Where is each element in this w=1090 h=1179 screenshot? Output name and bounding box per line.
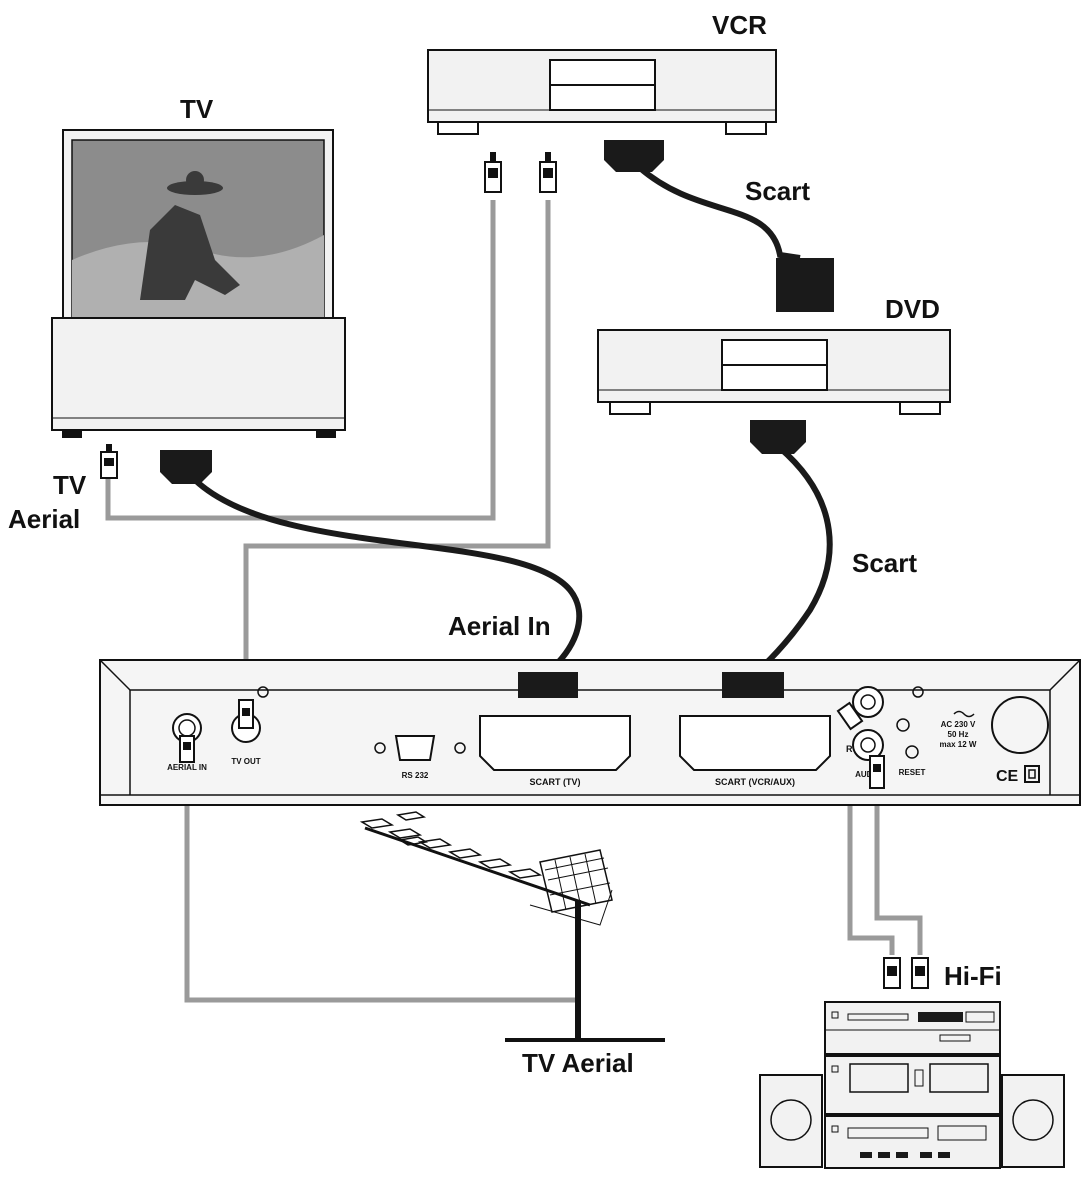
tv-label: TV [180, 94, 214, 124]
tv-scart-plug [160, 450, 212, 484]
tv-out-plug [238, 699, 254, 729]
audio-r-label: R [846, 744, 853, 754]
dvd-label: DVD [885, 294, 940, 324]
aerial-in-label: AERIAL IN [167, 763, 207, 772]
audio-cable-left [847, 720, 895, 955]
power-spec-line3: max 12 W [940, 740, 977, 749]
dvd-receiver-scart-cable [754, 445, 833, 675]
rs232-label: RS 232 [402, 771, 429, 780]
speaker-left [759, 1074, 823, 1168]
receiver-scart-tv-plug [518, 672, 578, 698]
dvd-scart-plug-top [776, 258, 834, 312]
power-spec-line1: AC 230 V [941, 720, 976, 729]
scart-tv-socket [479, 715, 631, 771]
vcr-scart-plug [604, 140, 664, 172]
audio-plug-l [836, 701, 864, 731]
receiver-scart-vcr-plug [722, 672, 784, 698]
hifi-plugs [883, 957, 929, 989]
dvd-scart-plug-bottom [750, 420, 806, 454]
vcr-rca-plug-right [539, 152, 557, 193]
scart-label-dvd-receiver: Scart [852, 548, 917, 578]
reset-button [905, 745, 919, 759]
tv-out-label: TV OUT [231, 757, 260, 766]
reset-label: RESET [899, 768, 926, 777]
ac-symbol-icon [953, 710, 975, 718]
power-spec-line2: 50 Hz [948, 730, 969, 739]
power-socket [991, 696, 1049, 754]
tv-scart-cable [192, 477, 583, 675]
scart-tv-label: SCART (TV) [530, 777, 581, 787]
tv-aerial-label-line1: TV [53, 470, 87, 500]
tv-aerial-bottom-label: TV Aerial [522, 1048, 634, 1078]
ce-mark: CE [996, 768, 1019, 785]
audio-plug-r [869, 755, 885, 789]
vcr-dvd-scart-cable [638, 165, 801, 261]
double-insulation-icon [1024, 765, 1040, 783]
vcr-device [427, 49, 777, 135]
receiver-back-panel [99, 659, 1081, 806]
audio-cable-right [874, 790, 923, 955]
vcr-rca-plug-left [484, 152, 502, 193]
tv-set [51, 129, 346, 438]
scart-vcr-aux-socket [679, 715, 831, 771]
tv-aerial-plug [100, 444, 118, 479]
vcr-label: VCR [712, 10, 767, 40]
speaker-right [1001, 1074, 1065, 1168]
hifi-system [759, 1001, 1065, 1169]
tv-aerial-label-line2: Aerial [8, 504, 80, 534]
aerial-in-plug [179, 735, 195, 763]
aerial-in-callout: Aerial In [448, 611, 551, 641]
vcr-to-tvout-cable [243, 200, 551, 700]
audio-label: AUDIO [855, 770, 881, 779]
rs232-port [394, 735, 436, 761]
tv-antenna [359, 811, 665, 1042]
vcr-to-tv-aerial-cable [105, 200, 496, 521]
scart-vcr-aux-label: SCART (VCR/AUX) [715, 777, 795, 787]
scart-label-vcr-dvd: Scart [745, 176, 810, 206]
hifi-label: Hi-Fi [944, 961, 1002, 991]
dvd-device [597, 258, 951, 415]
